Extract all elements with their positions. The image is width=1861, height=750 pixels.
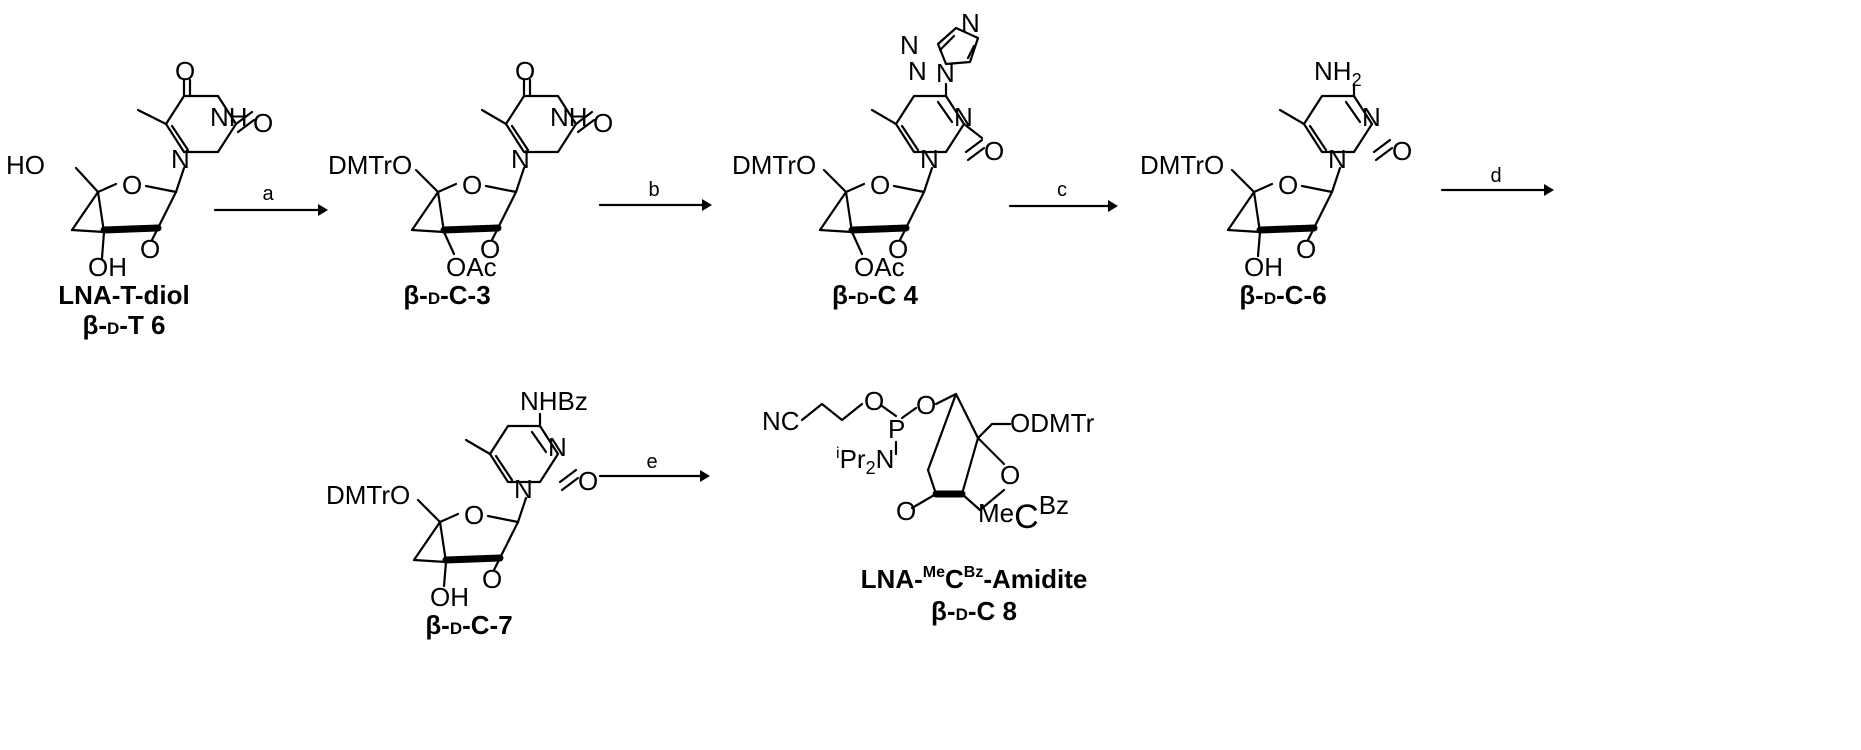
bridge-oxygen: O xyxy=(140,234,160,264)
ring-oxygen: O xyxy=(1000,460,1020,490)
molecule-c4: N N N N N O N O O OAc DMTrO β-D-C 4 xyxy=(732,8,1004,310)
step-label-b: b xyxy=(648,179,659,201)
base-oxo-top: O xyxy=(175,56,195,86)
nitrile-nc: NC xyxy=(762,406,800,436)
step-label-d: d xyxy=(1490,165,1501,187)
bridge-oxygen: O xyxy=(482,564,502,594)
compound-id-6: β-D-T 6 xyxy=(82,310,165,340)
compound-id-c6: β-D-C-6 xyxy=(1239,280,1326,310)
base-n1: N xyxy=(171,144,190,174)
nhbz-group: NHBz xyxy=(520,386,588,416)
arrow-step-d: d xyxy=(1442,165,1554,196)
dmtro-5prime: DMTrO xyxy=(326,480,410,510)
base-mec-bz: MeCBz xyxy=(978,490,1069,536)
base-nh: NH xyxy=(210,102,248,132)
phosphite-oxygen: O xyxy=(864,386,884,416)
base-n1: N xyxy=(1328,144,1347,174)
compound-name-lna-t-diol: LNA-T-diol xyxy=(58,280,189,310)
molecule-amidite: NC O P O iPr2N ODMTr O O MeCBz LNA-MeCBz… xyxy=(762,386,1095,626)
compound-id-c7: β-D-C-7 xyxy=(425,610,512,640)
step-label-e: e xyxy=(646,451,657,473)
triazole-n: N xyxy=(961,8,980,38)
oh-3prime: OH xyxy=(88,252,127,282)
base-oxo-right: O xyxy=(1392,136,1412,166)
base-n1: N xyxy=(920,144,939,174)
phosphite-oxygen-2: O xyxy=(916,390,936,420)
base-nh: NH xyxy=(550,102,588,132)
diisopropylamino: iPr2N xyxy=(836,444,894,478)
molecule-c7: NHBz N O N O O OH DMTrO β-D-C-7 xyxy=(326,386,598,640)
compound-name-amidite: LNA-MeCBz-Amidite xyxy=(861,564,1088,594)
dmtro-5prime: DMTrO xyxy=(732,150,816,180)
arrow-step-e: e xyxy=(600,451,710,482)
ring-oxygen: O xyxy=(870,170,890,200)
oh-3prime: OH xyxy=(430,582,469,612)
triazole-n: N xyxy=(908,56,927,86)
base-oxo-right: O xyxy=(578,466,598,496)
base-n3: N xyxy=(1362,102,1381,132)
ring-oxygen: O xyxy=(1278,170,1298,200)
molecule-c6: NH2 N O N O O OH DMTrO β-D-C-6 xyxy=(1140,56,1412,310)
ho-5prime: HO xyxy=(6,150,45,180)
ring-oxygen: O xyxy=(122,170,142,200)
odmtr-5prime: ODMTr xyxy=(1010,408,1095,438)
oac-3prime: OAc xyxy=(854,252,905,282)
base-oxo-top: O xyxy=(515,56,535,86)
arrow-step-a: a xyxy=(215,183,328,216)
base-oxo-right: O xyxy=(984,136,1004,166)
bridge-oxygen: O xyxy=(1296,234,1316,264)
bridge-oxygen: O xyxy=(896,496,916,526)
compound-id-c4: β-D-C 4 xyxy=(832,280,918,310)
ring-oxygen: O xyxy=(462,170,482,200)
dmtro-5prime: DMTrO xyxy=(328,150,412,180)
molecule-lna-t-diol: O NH O N O O OH HO LNA-T-diol β-D-T 6 xyxy=(6,56,273,340)
arrow-step-c: c xyxy=(1010,179,1118,212)
compound-id-c3: β-D-C-3 xyxy=(403,280,490,310)
base-n3: N xyxy=(954,102,973,132)
molecule-c3: O NH O N O O OAc DMTrO β-D-C-3 xyxy=(328,56,613,310)
base-n1: N xyxy=(511,144,530,174)
base-oxo-right: O xyxy=(593,108,613,138)
dmtro-5prime: DMTrO xyxy=(1140,150,1224,180)
oac-3prime: OAc xyxy=(446,252,497,282)
ring-oxygen: O xyxy=(464,500,484,530)
base-n3: N xyxy=(548,432,567,462)
arrow-step-b: b xyxy=(600,179,712,211)
oh-3prime: OH xyxy=(1244,252,1283,282)
compound-id-c8: β-D-C 8 xyxy=(931,596,1017,626)
base-oxo-right: O xyxy=(253,108,273,138)
base-n1: N xyxy=(514,474,533,504)
step-label-c: c xyxy=(1057,179,1067,201)
step-label-a: a xyxy=(262,183,274,205)
